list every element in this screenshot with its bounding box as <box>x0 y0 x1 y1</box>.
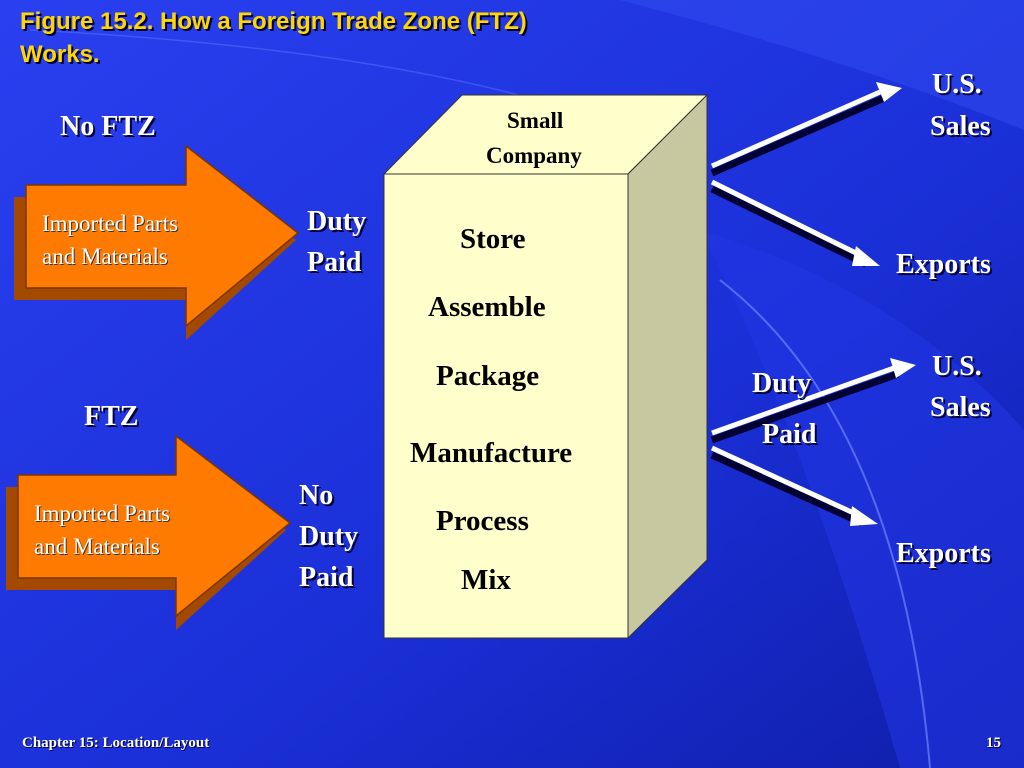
slide-title-line2: Works. <box>20 41 100 68</box>
duty-paid-bottom-line1: Duty <box>752 368 812 399</box>
imported-arrow-no-ftz <box>14 144 300 340</box>
activity-store: Store <box>460 223 526 255</box>
duty-paid-bottom-line2: Paid <box>762 419 817 450</box>
company-label-line2: Company <box>486 143 582 168</box>
slide-title-line1: Figure 15.2. How a Foreign Trade Zone (F… <box>20 8 527 35</box>
activity-mix: Mix <box>461 564 511 596</box>
background-wedge <box>700 230 1024 768</box>
activity-package: Package <box>436 360 540 392</box>
no-duty-paid-line2: Duty <box>299 521 359 552</box>
imported-parts-text-bottom-line1: Imported Parts <box>34 501 171 526</box>
us-sales-top-line1: U.S. <box>932 69 982 100</box>
no-duty-paid-line3: Paid <box>299 562 354 593</box>
arrow-to-exports-top <box>710 179 880 268</box>
company-label-line1: Small <box>507 108 564 133</box>
activity-process: Process <box>436 505 529 537</box>
output-arrows <box>710 82 916 527</box>
activity-manufacture: Manufacture <box>410 437 573 469</box>
imported-parts-text-top-line1: Imported Parts <box>42 211 179 236</box>
imported-parts-text-top-line2: and Materials <box>42 244 168 269</box>
us-sales-bottom-line2: Sales <box>930 392 991 423</box>
background-swoosh <box>620 0 1024 130</box>
duty-paid-top-line2: Paid <box>307 247 362 278</box>
us-sales-top-line2: Sales <box>930 111 991 142</box>
footer-page-number: 15 <box>986 735 1001 751</box>
arrow-to-exports-bottom <box>710 445 878 527</box>
box-front-face <box>383 173 629 639</box>
arrow-to-us-sales-top <box>710 82 902 177</box>
background-arc <box>719 279 931 768</box>
us-sales-bottom-line1: U.S. <box>932 351 982 382</box>
no-ftz-label: No FTZ <box>60 111 156 142</box>
small-company-box <box>382 93 709 640</box>
exports-bottom: Exports <box>896 538 991 569</box>
activity-assemble: Assemble <box>428 291 546 323</box>
ftz-label: FTZ <box>84 401 139 432</box>
imported-arrow-ftz <box>6 434 292 630</box>
exports-top: Exports <box>896 249 991 280</box>
no-duty-paid-line1: No <box>299 480 334 511</box>
arrow-to-us-sales-bottom <box>710 358 916 444</box>
footer-chapter: Chapter 15: Location/Layout <box>22 735 210 751</box>
imported-parts-text-bottom-line2: and Materials <box>34 534 160 559</box>
duty-paid-top-line1: Duty <box>307 206 367 237</box>
box-side-face <box>627 93 708 640</box>
